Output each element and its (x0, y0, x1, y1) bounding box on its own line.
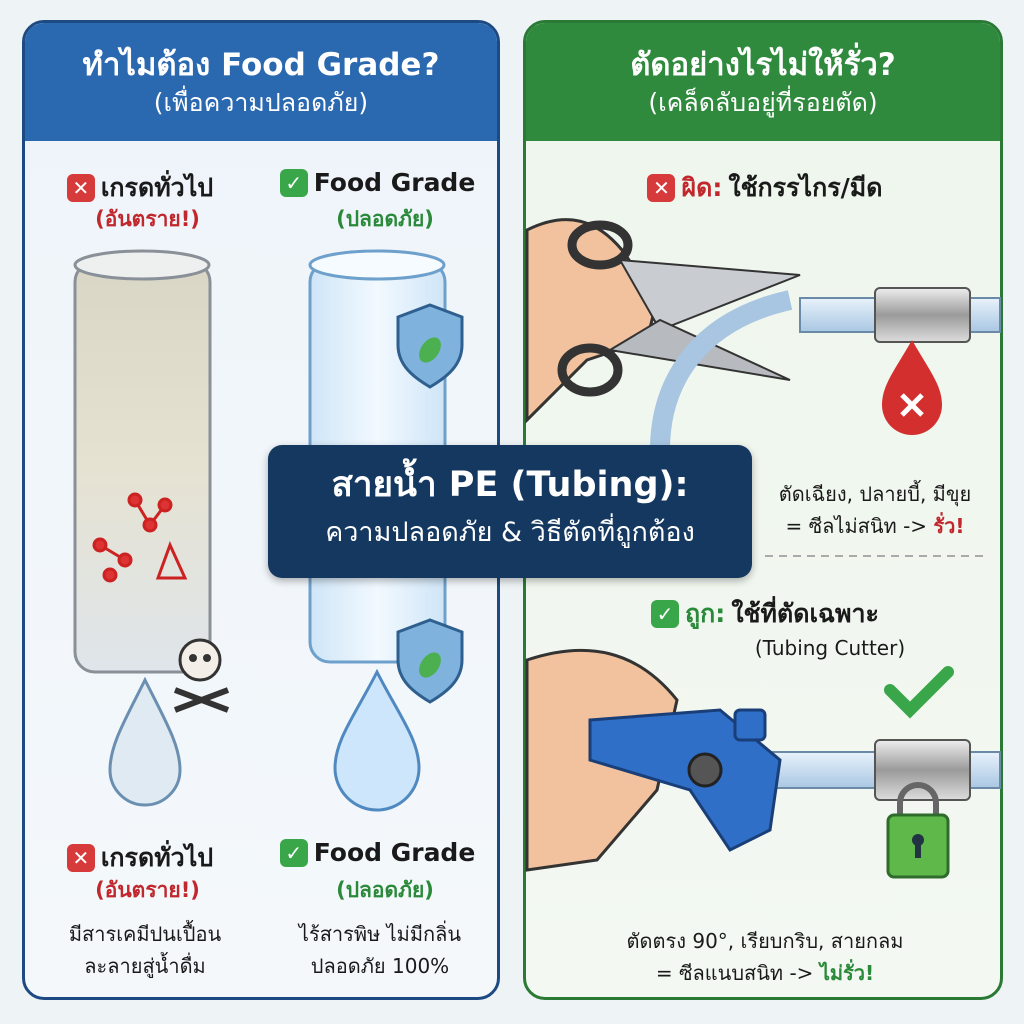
leak-drop-icon (882, 340, 942, 435)
general-grade-text: เกรดทั่วไป (100, 843, 214, 872)
desc-text: = ซีลไม่สนิท -> (785, 514, 928, 538)
left-title: ทำไมต้อง Food Grade? (82, 47, 440, 83)
wrong-method-label: ✕ผิด:ใช้กรรไกร/มีด (560, 168, 970, 208)
general-grade-status: (อันตราย!) (95, 207, 200, 231)
desc-line: มีสารเคมีปนเปื้อน (68, 922, 222, 946)
tubing-cutter-icon (525, 648, 782, 872)
cloudy-tube (73, 249, 212, 674)
desc-line: ปลอดภัย 100% (310, 954, 450, 978)
clean-drop-icon (333, 668, 421, 812)
x-icon: ✕ (66, 174, 95, 202)
food-grade-label: ✓Food Grade (265, 168, 490, 197)
wrong-prefix: ผิด: (681, 173, 723, 202)
x-icon: ✕ (647, 174, 676, 202)
desc-line: ละลายสู่น้ำดื่ม (84, 954, 206, 978)
desc-text: = ซีลแนบสนิท -> (655, 961, 814, 985)
general-grade-desc: มีสารเคมีปนเปื้อนละลายสู่น้ำดื่ม (35, 918, 255, 982)
wrong-text: ใช้กรรไกร/มีด (728, 173, 883, 202)
right-subtitle: (เคล็ดลับอยู่ที่รอยตัด) (648, 88, 878, 117)
contaminated-drop-icon (108, 676, 182, 807)
general-grade-status-bottom: (อันตราย!) (95, 878, 200, 902)
desc-line: ตัดตรง 90°, เรียบกริบ, สายกลม (626, 929, 904, 953)
x-icon: ✕ (66, 844, 95, 872)
no-leak-result: ไม่รั่ว! (819, 961, 875, 985)
main-subtitle: ความปลอดภัย & วิธีตัดที่ถูกต้อง (325, 517, 695, 548)
left-header: ทำไมต้อง Food Grade? (เพื่อความปลอดภัย) (25, 23, 497, 141)
tube-cut-crooked (650, 290, 793, 451)
right-method-desc: ตัดตรง 90°, เรียบกริบ, สายกลม = ซีลแนบสนิ… (540, 925, 990, 989)
fitting-right (739, 739, 1001, 801)
main-title-banner: สายน้ำ PE (Tubing): ความปลอดภัย & วิธีตั… (268, 445, 752, 578)
desc-line: ตัดเฉียง, ปลายบี้, มีขุย (778, 482, 972, 506)
lock-icon (886, 782, 950, 879)
main-title: สายน้ำ PE (Tubing): (331, 465, 689, 505)
general-grade-label-bottom: ✕เกรดทั่วไป (40, 838, 240, 878)
shield-leaf-icon (396, 303, 464, 389)
shield-leaf-icon (396, 618, 464, 704)
scissors-icon (525, 218, 801, 424)
desc-line: ไร้สารพิษ ไม่มีกลิ่น (298, 922, 462, 946)
check-icon: ✓ (279, 838, 308, 867)
food-grade-text: Food Grade (313, 168, 476, 197)
general-grade-text: เกรดทั่วไป (100, 173, 214, 202)
tubing-cutter-label: (Tubing Cutter) (754, 636, 906, 660)
right-method-label: ✓ถูก:ใช้ที่ตัดเฉพาะ (560, 594, 970, 634)
big-check-icon (884, 666, 954, 719)
food-grade-status: (ปลอดภัย) (336, 207, 434, 231)
food-grade-label-bottom: ✓Food Grade (265, 838, 490, 867)
check-icon: ✓ (279, 168, 308, 197)
chemical-molecule-icon (92, 492, 188, 583)
right-text: ใช้ที่ตัดเฉพาะ (731, 599, 879, 628)
right-prefix: ถูก: (685, 599, 726, 628)
food-grade-desc: ไร้สารพิษ ไม่มีกลิ่นปลอดภัย 100% (265, 918, 495, 982)
leak-result: รั่ว! (933, 514, 965, 538)
check-icon: ✓ (651, 600, 680, 628)
food-grade-text: Food Grade (313, 838, 476, 867)
food-grade-status-bottom: (ปลอดภัย) (336, 878, 434, 902)
skull-icon (173, 638, 230, 713)
wrong-method-desc: ตัดเฉียง, ปลายบี้, มีขุย = ซีลไม่สนิท -> … (755, 478, 995, 542)
left-subtitle: (เพื่อความปลอดภัย) (153, 88, 369, 117)
desc-line: = ซีลไม่สนิท -> รั่ว! (755, 510, 995, 542)
fitting-wrong (799, 287, 1001, 343)
right-title: ตัดอย่างไรไม่ให้รั่ว? (630, 47, 896, 83)
right-header: ตัดอย่างไรไม่ให้รั่ว? (เคล็ดลับอยู่ที่รอ… (526, 23, 1000, 141)
desc-line: = ซีลแนบสนิท -> ไม่รั่ว! (540, 957, 990, 989)
general-grade-label: ✕เกรดทั่วไป (40, 168, 240, 208)
